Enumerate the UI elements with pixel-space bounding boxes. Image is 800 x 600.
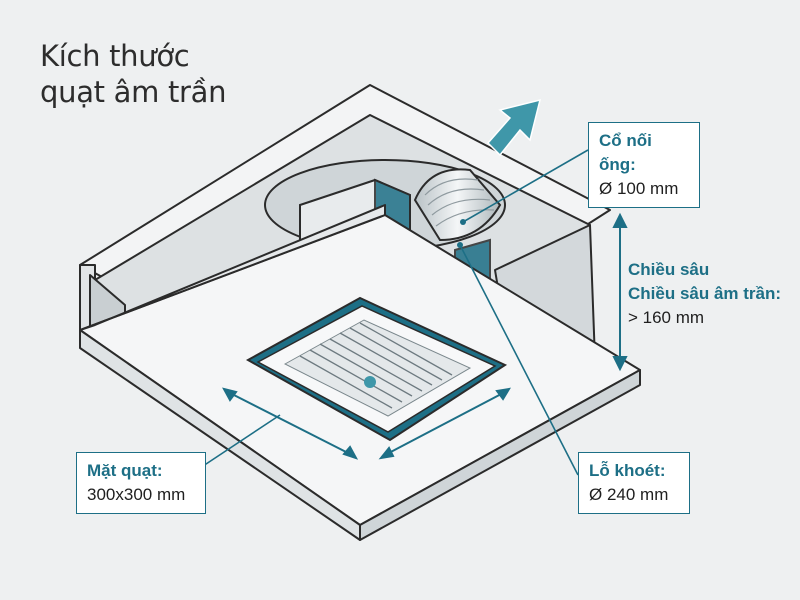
fan-logo-icon xyxy=(364,376,376,388)
depth-heading-2: Chiều sâu âm trần: xyxy=(628,284,782,303)
depth-value: > 160 mm xyxy=(628,308,705,327)
face-label: Mặt quạt: 300x300 mm xyxy=(76,452,206,514)
depth-label: Chiều sâu Chiều sâu âm trần: > 160 mm xyxy=(628,258,781,330)
fan-grille xyxy=(245,296,508,442)
duct-value: Ø 100 mm xyxy=(599,179,679,198)
title-line-1: Kích thước xyxy=(40,39,190,73)
page-title: Kích thước quạt âm trần xyxy=(40,38,227,110)
duct-label: Cổ nối ống: Ø 100 mm xyxy=(588,122,700,208)
dimension-lines xyxy=(222,212,628,460)
title-line-2: quạt âm trần xyxy=(40,75,227,109)
face-value: 300x300 mm xyxy=(87,485,186,504)
flex-duct xyxy=(413,168,502,242)
leader-lines xyxy=(199,149,589,476)
duct-heading: Cổ nối ống: xyxy=(599,131,652,174)
grille-slats xyxy=(299,322,453,409)
cutout-label: Lỗ khoét: Ø 240 mm xyxy=(578,452,690,514)
depth-heading-1: Chiều sâu xyxy=(628,260,710,279)
exhaust-arrow-icon xyxy=(486,98,542,157)
face-heading: Mặt quạt: xyxy=(87,461,163,480)
cutout-value: Ø 240 mm xyxy=(589,485,669,504)
cutout-heading: Lỗ khoét: xyxy=(589,461,666,480)
